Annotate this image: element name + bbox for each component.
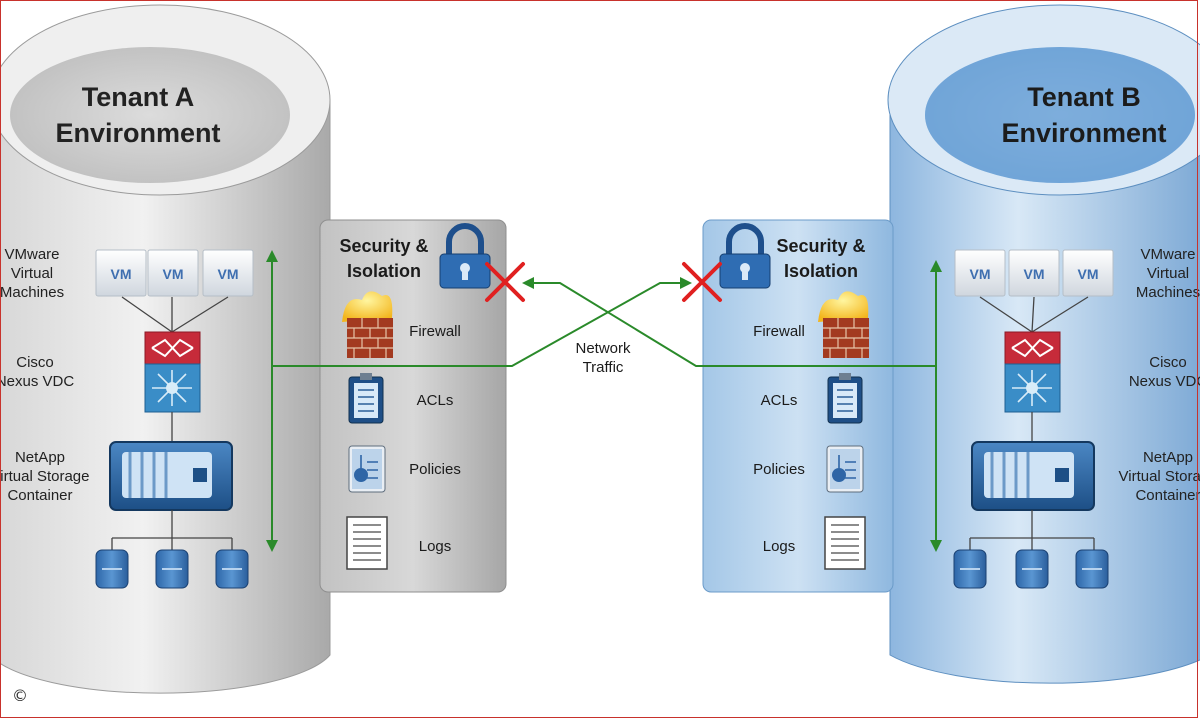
lock-icon [719, 223, 771, 289]
acls-label: ACLs [417, 392, 454, 409]
svg-text:VM: VM [218, 266, 239, 282]
security-b-title-line2: Isolation [784, 261, 858, 281]
firewall-label: Firewall [753, 323, 805, 340]
vm-icon: VM [954, 249, 1006, 297]
netapp-label-line1: NetApp [1143, 449, 1193, 466]
security-a-title-line2: Isolation [347, 261, 421, 281]
lock-icon [439, 223, 491, 289]
svg-text:VM: VM [163, 266, 184, 282]
netapp-label-line3: Container [1135, 487, 1200, 504]
storage-icon [971, 441, 1095, 511]
cisco-label-line2: Nexus VDC [0, 373, 74, 390]
security-b-title-line1: Security & [776, 236, 865, 256]
security-panel-a: Security & Isolation Firewall ACLs Poli [319, 219, 507, 593]
vm-icon: VM [95, 249, 147, 297]
vmware-label-line1: VMware [1140, 246, 1195, 263]
disk-icon [953, 549, 987, 589]
switch-icon [1004, 331, 1061, 413]
netapp-label-line2: Virtual Storage [0, 468, 89, 485]
tenant-b-cylinder: Tenant B Environment VMware Virtual Mach… [887, 4, 1200, 684]
blocked-x-icon [682, 262, 722, 302]
network-traffic-label-line1: Network [575, 340, 631, 357]
vmware-label-line1: VMware [4, 246, 59, 263]
disk-icon [95, 549, 129, 589]
network-traffic-label-line2: Traffic [583, 359, 624, 376]
disk-icon [1075, 549, 1109, 589]
vmware-label-line3: Machines [0, 284, 64, 301]
firewall-icon [818, 291, 869, 358]
blocked-x-icon [485, 262, 525, 302]
switch-icon [144, 331, 201, 413]
logs-label: Logs [419, 538, 452, 555]
tenant-b-title-line1: Tenant B [1027, 82, 1141, 112]
policies-label: Policies [409, 461, 461, 478]
logs-label: Logs [763, 538, 796, 555]
cisco-label-line2: Nexus VDC [1129, 373, 1200, 390]
vmware-label-line3: Machines [1136, 284, 1200, 301]
svg-text:VM: VM [1078, 266, 1099, 282]
tenant-a-cylinder: Tenant A Environment VMware Virtual Mach… [0, 4, 331, 694]
netapp-label-line1: NetApp [15, 449, 65, 466]
cisco-label-line1: Cisco [1149, 354, 1187, 371]
acls-label: ACLs [761, 392, 798, 409]
logs-icon [346, 516, 388, 570]
security-a-title-line1: Security & [339, 236, 428, 256]
disk-icon [155, 549, 189, 589]
disk-icon [1015, 549, 1049, 589]
svg-text:VM: VM [1024, 266, 1045, 282]
security-panel-b: Security & Isolation Firewall ACLs Polic… [702, 219, 894, 593]
storage-icon [109, 441, 233, 511]
vm-icon: VM [202, 249, 254, 297]
network-traffic-arrows [266, 250, 942, 552]
tenant-b-title-line2: Environment [1001, 118, 1166, 148]
firewall-label: Firewall [409, 323, 461, 340]
policies-icon [348, 445, 386, 493]
vm-icon: VM [1062, 249, 1114, 297]
policies-icon [826, 445, 864, 493]
netapp-label-line3: Container [7, 487, 72, 504]
tenant-a-title-line1: Tenant A [82, 82, 195, 112]
acl-icon [827, 373, 863, 424]
tenant-a-title-line2: Environment [55, 118, 220, 148]
tenant-a-title-ellipse [10, 47, 290, 183]
vm-icon: VM [147, 249, 199, 297]
copyright-mark: © [12, 686, 28, 705]
acl-icon [348, 373, 384, 424]
firewall-icon [342, 291, 393, 358]
logs-icon [824, 516, 866, 570]
vmware-label-line2: Virtual [1147, 265, 1189, 282]
vm-icon: VM [1008, 249, 1060, 297]
netapp-label-line2: Virtual Storage [1119, 468, 1200, 485]
cisco-label-line1: Cisco [16, 354, 54, 371]
disk-icon [215, 549, 249, 589]
svg-text:VM: VM [111, 266, 132, 282]
vmware-label-line2: Virtual [11, 265, 53, 282]
policies-label: Policies [753, 461, 805, 478]
svg-text:VM: VM [970, 266, 991, 282]
